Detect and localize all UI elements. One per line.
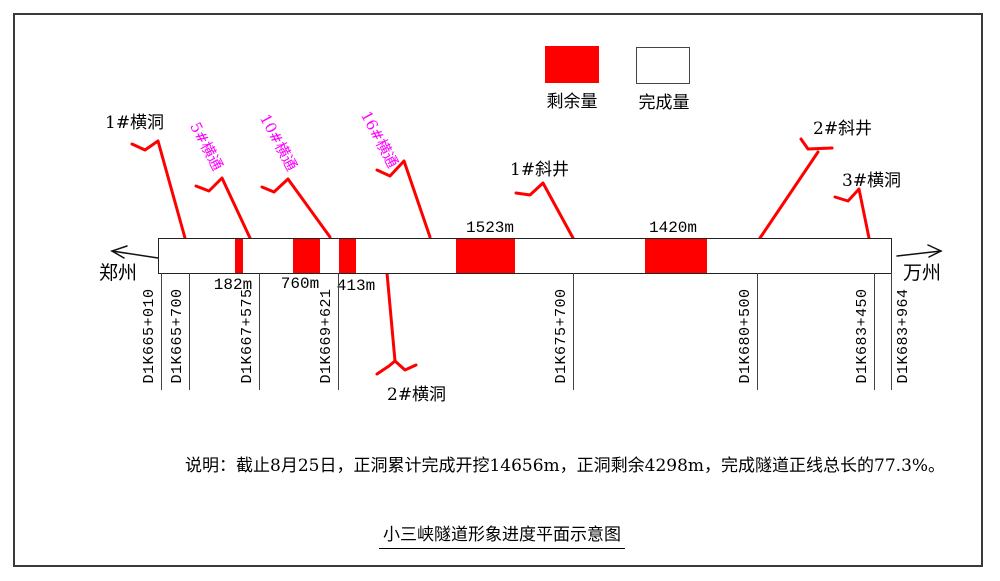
access-label-3-hengdong: 3#横洞 [842, 171, 902, 191]
remaining-segment-182m [235, 239, 243, 273]
legend-remaining-label: 剩余量 [546, 92, 598, 112]
remaining-segment-413m [339, 239, 356, 273]
endpoint-left-zhengzhou: 郑州 [99, 262, 138, 284]
legend-remaining-swatch [545, 46, 599, 83]
access-label-1-hengdong: 1#横洞 [105, 113, 165, 133]
tunnel-bar [158, 238, 892, 274]
chainage-label: D1K680+500 [737, 288, 754, 384]
chainage-tick [189, 273, 190, 390]
chainage-tick [874, 273, 875, 390]
access-label-2-hengdong: 2#横洞 [387, 385, 447, 405]
segment-length-label: 413m [336, 277, 376, 295]
access-label-2-xiejing: 2#斜井 [813, 119, 873, 139]
diagram-title-wrap: 小三峡隧道形象进度平面示意图 [330, 520, 674, 549]
segment-length-label: 1523m [465, 219, 514, 237]
border-frame [13, 13, 983, 567]
segment-length-label: 182m [213, 276, 253, 294]
segment-length-label: 1420m [648, 219, 697, 237]
chainage-label: D1K665+700 [169, 288, 186, 384]
chainage-tick [757, 273, 758, 390]
diagram-title: 小三峡隧道形象进度平面示意图 [379, 520, 625, 549]
chainage-tick [338, 273, 339, 390]
chainage-label: D1K667+575 [239, 288, 256, 384]
progress-note: 说明：截止8月25日，正洞累计完成开挖14656m，正洞剩余4298m，完成隧道… [185, 456, 946, 476]
chainage-tick [161, 273, 162, 390]
legend-completed-swatch [636, 47, 690, 84]
chainage-label: D1K683+964 [895, 288, 912, 384]
chainage-label: D1K683+450 [854, 288, 871, 384]
endpoint-right-wanzhou: 万州 [903, 262, 942, 284]
chainage-tick [573, 273, 574, 390]
remaining-segment-1420m [645, 239, 707, 273]
legend-completed-label: 完成量 [638, 93, 690, 113]
remaining-segment-1523m [456, 239, 515, 273]
segment-length-label: 760m [280, 275, 320, 293]
access-label-1-xiejing: 1#斜井 [510, 160, 570, 180]
chainage-tick [891, 273, 892, 390]
chainage-label: D1K669+621 [318, 288, 335, 384]
chainage-tick [259, 273, 260, 390]
chainage-label: D1K665+010 [141, 288, 158, 384]
chainage-label: D1K675+700 [553, 288, 570, 384]
remaining-segment-760m [293, 239, 320, 273]
